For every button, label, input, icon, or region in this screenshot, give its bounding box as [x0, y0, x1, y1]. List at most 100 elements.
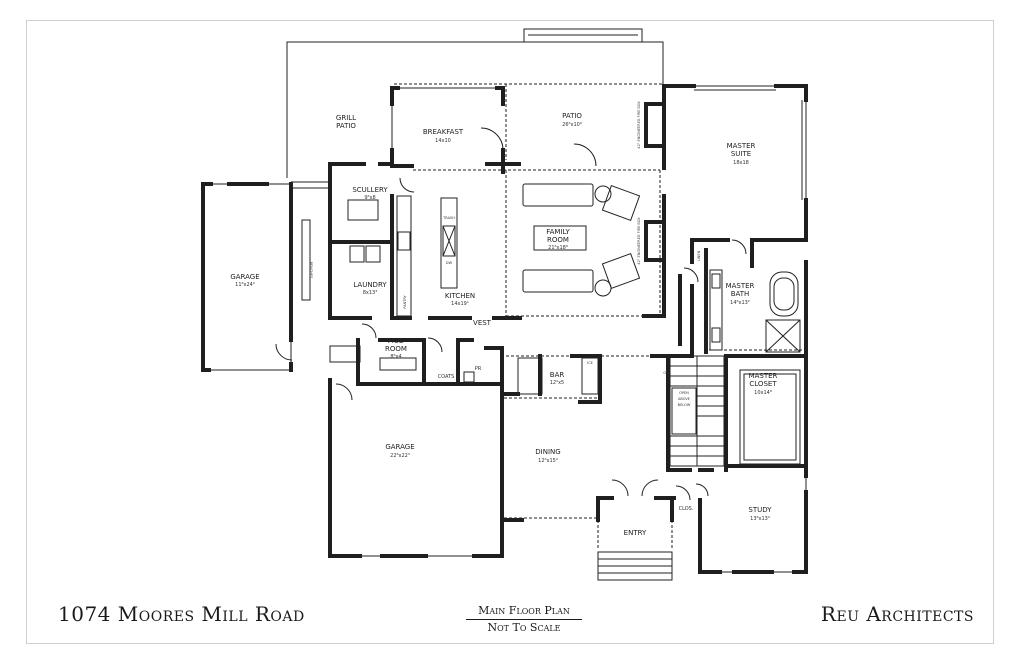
vanity-sink-1 — [711, 273, 721, 289]
study-dims: 13⁶x13⁰ — [750, 516, 770, 522]
open-above-note-1: OPEN — [679, 391, 689, 395]
washer — [349, 245, 365, 263]
fireplace-upper-note: 42" ENGINEERED FIRE BOX — [637, 101, 641, 149]
family-room-label-2: ROOM — [547, 236, 569, 244]
clos-label: CLOS. — [679, 506, 694, 512]
pr-sink — [463, 371, 475, 383]
open-above-note-3: BELOW — [678, 403, 691, 407]
suite-door-swing — [683, 267, 699, 283]
study-label: STUDY — [748, 506, 772, 514]
entry-label: ENTRY — [624, 529, 647, 537]
plan-title-block: Main Floor Plan Not To Scale — [466, 603, 582, 636]
garage-main-door-swing — [335, 383, 353, 401]
bar-dims: 12⁰x5 — [550, 380, 565, 386]
kitchen-dims: 14x19¹ — [451, 301, 469, 307]
scullery-dims: 9⁶x8 — [364, 195, 375, 201]
side-garage-label: GARAGE — [230, 273, 259, 281]
coats-door-swing — [427, 337, 443, 353]
mud-room-dims: 8⁶x4 — [390, 354, 401, 360]
kitchen-label: KITCHEN — [445, 292, 475, 300]
coats-label: COATS — [438, 374, 455, 380]
dryer — [365, 245, 381, 263]
master-bath-label-1: MASTER — [726, 282, 755, 290]
laundry-label: LAUNDRY — [353, 281, 387, 289]
bathtub — [769, 271, 799, 317]
scullery-sink — [347, 199, 379, 221]
on-note: ON — [663, 371, 669, 375]
family-room-dims: 21⁶x18⁶ — [548, 245, 568, 251]
dining-dims: 12⁶x15⁰ — [538, 458, 558, 464]
study-door-swing — [695, 483, 709, 497]
fireplace-lower-note: 42" ENGINEERED FIRE BOX — [637, 217, 641, 265]
master-suite-label-2: SUITE — [731, 150, 751, 158]
patio-label: PATIO — [562, 112, 582, 120]
grill-patio-label-2: PATIO — [336, 122, 356, 130]
side-table-upper — [594, 185, 612, 203]
patio-door-swing — [573, 143, 597, 167]
garage-step — [329, 345, 361, 363]
master-suite-dims: 18x18 — [733, 160, 749, 166]
stair-landing — [671, 387, 697, 435]
garage-main-label: GARAGE — [385, 443, 414, 451]
breakfast-label: BREAKFAST — [423, 128, 464, 136]
side-table-lower — [594, 279, 612, 297]
clos-door-swing — [675, 485, 691, 501]
family-room-label-1: FAMILY — [546, 228, 570, 236]
shower-x2 — [765, 319, 801, 353]
open-above-note-2: ABOVE — [678, 397, 690, 401]
walls — [201, 84, 808, 574]
ice-note: ICE — [587, 361, 593, 365]
scullery-label: SCULLERY — [352, 186, 388, 194]
mud-door-swing — [361, 323, 377, 339]
garage-door-swing — [275, 343, 293, 361]
architect-name: Reu Architects — [820, 602, 974, 626]
bench — [301, 219, 311, 301]
breakfast-door-swing — [480, 127, 504, 151]
vest-label: VEST — [473, 319, 492, 327]
range-cooktop — [397, 231, 411, 251]
master-closet-label-1: MASTER — [749, 372, 778, 380]
mud-room-label-1: MUD — [388, 337, 405, 345]
patio-dims: 26⁶x10⁰ — [562, 122, 582, 128]
property-title: 1074 Moores Mill Road — [58, 602, 305, 626]
island-sink-x2 — [442, 225, 456, 257]
entry-door-swing-r — [641, 479, 659, 497]
bathtub-inner — [773, 277, 795, 311]
master-bath-label-2: BATH — [731, 290, 750, 298]
vanity — [709, 269, 723, 351]
plan-subtitle: Not To Scale — [487, 621, 561, 634]
bath-door-swing — [731, 239, 747, 255]
sheet-border — [26, 20, 994, 644]
chair-lower — [601, 253, 641, 289]
plan-title: Main Floor Plan — [466, 603, 582, 620]
room-labels: GRILL PATIO BREAKFAST 14x10 PATIO 26⁶x10… — [230, 112, 777, 537]
closet-inner — [743, 373, 797, 461]
side-garage-dims: 11⁶x24⁰ — [235, 282, 255, 288]
pantry-note: PANTRY — [403, 294, 407, 308]
top-step — [523, 28, 643, 43]
coffee-table — [533, 225, 587, 251]
master-bath-dims: 14⁶x13² — [730, 300, 750, 306]
breakfast-dims: 14x10 — [435, 138, 451, 144]
shower — [765, 319, 801, 353]
dw-note: DW — [446, 261, 453, 265]
kitchen-island — [440, 197, 458, 289]
grill-patio-label-1: GRILL — [336, 114, 356, 122]
mud-room-label-2: ROOM — [385, 345, 407, 353]
master-closet-dims: 10x14⁸ — [754, 390, 772, 396]
chair-upper — [601, 185, 641, 221]
master-closet-label-2: CLOSET — [749, 380, 777, 388]
windows — [209, 85, 807, 573]
garage-main-dims: 22⁶x22³ — [390, 453, 410, 459]
entry-door-swing-l — [611, 479, 629, 497]
island-sink — [442, 225, 456, 257]
trash-note: TRASH — [442, 216, 455, 220]
bar-label: BAR — [550, 371, 565, 379]
linen-note: LINEN — [697, 250, 701, 261]
vanity-sink-2 — [711, 327, 721, 343]
master-suite-label-1: MASTER — [727, 142, 756, 150]
benches-note: BENCHES — [309, 262, 313, 280]
mud-bench — [379, 357, 417, 371]
